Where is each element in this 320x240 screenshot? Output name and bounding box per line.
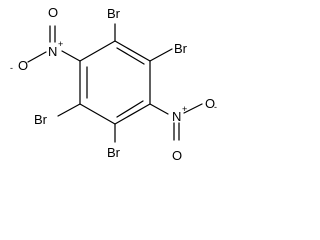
atom-br-bottom: Br [107,145,121,160]
atom-o-left-bottom: O [18,58,28,73]
atom-o-right-top: O [205,96,215,111]
bond-br-right [149,48,173,62]
ring-double-bond-1 [116,47,145,65]
ring-bond-c3-c4 [114,103,151,125]
charge-n-left: + [58,39,63,49]
bond-n-left-o-bottom [27,51,47,63]
bond-br-left [57,103,81,117]
atom-n-right: N [172,109,181,124]
bond-n-right [149,103,169,115]
charge-o-right-top: - [214,102,217,112]
atom-o-left-top: O [48,5,58,20]
benzene-ring [79,40,151,125]
atom-n-left: N [48,44,57,59]
substituent-bonds [27,23,203,143]
chemical-structure: Br Br Br Br N + O O - N + O - O [10,5,217,163]
ring-bond-c1-c2 [114,40,151,62]
charge-o-left-bottom: - [10,63,13,73]
atom-br-top: Br [107,6,121,21]
ring-bond-c4-c5 [79,103,116,125]
atom-labels: Br Br Br Br N + O O - N + O - O [10,5,217,163]
atom-br-left: Br [34,112,48,127]
atom-br-right: Br [174,41,188,56]
ring-double-bond-2 [116,100,144,118]
bond-n-right-o-top [183,103,203,114]
ring-bond-c6-c1 [79,40,116,62]
charge-n-right: + [182,104,187,114]
bond-n-left [61,50,81,62]
atom-o-right-bottom: O [172,148,182,163]
